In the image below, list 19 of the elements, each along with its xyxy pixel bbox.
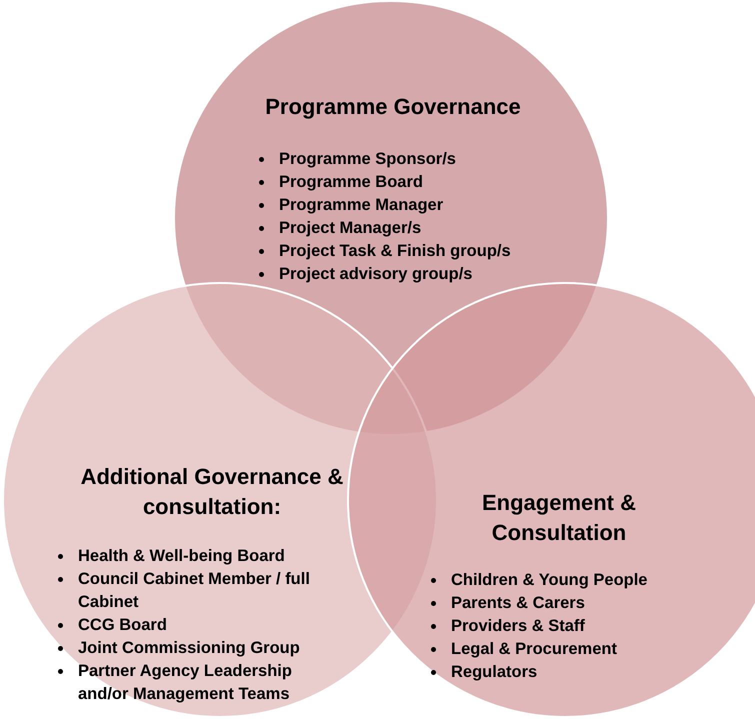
- list-item: Partner Agency Leadership and/or Management Teams: [78, 662, 292, 703]
- circle-heading: Programme Governance: [264, 93, 522, 121]
- list-item: Council Cabinet Member / full Cabinet: [78, 570, 310, 611]
- list-item: Legal & Procurement: [451, 640, 617, 658]
- list-item: Health & Well-being Board: [78, 547, 285, 565]
- list-item: Providers & Staff: [451, 617, 585, 635]
- list-item: Project Task & Finish group/s: [279, 242, 511, 260]
- list-item: Programme Sponsor/s: [279, 150, 456, 168]
- list-item: Programme Board: [279, 173, 423, 191]
- list-item: Children & Young People: [451, 571, 648, 589]
- list-item: Regulators: [451, 663, 538, 681]
- list-item: Project Manager/s: [279, 219, 422, 237]
- circle-heading: Additional Governance & consultation:: [80, 463, 344, 521]
- list-item: CCG Board: [78, 616, 167, 634]
- list-item: Joint Commissioning Group: [78, 639, 300, 657]
- list-item: Programme Manager: [279, 196, 444, 214]
- list-item: Project advisory group/s: [279, 265, 472, 283]
- list-item: Parents & Carers: [451, 594, 585, 612]
- circle-heading: Engagement & Consultation: [480, 489, 638, 547]
